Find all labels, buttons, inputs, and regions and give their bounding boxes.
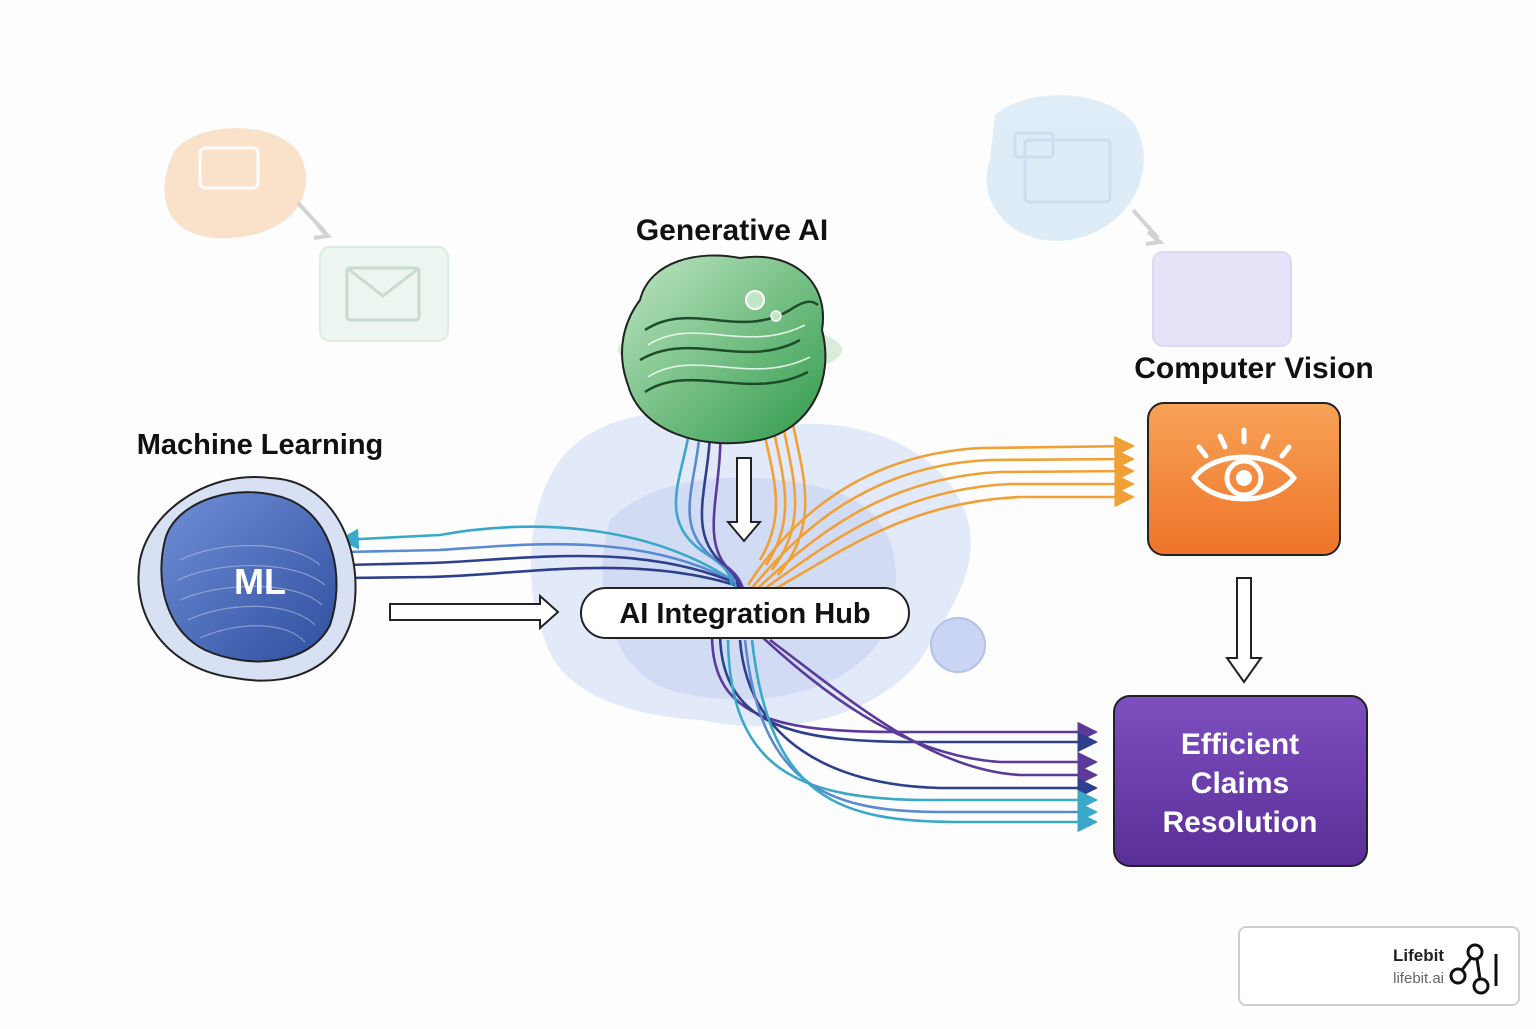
hub-pill: [580, 587, 910, 639]
hub-node: AI Integration Hub: [580, 587, 910, 639]
hub-resolution-flows: [710, 634, 1099, 833]
eye-icon: [1190, 427, 1298, 502]
supporting-sources-blob: [164, 128, 307, 239]
brand-name: Lifebit: [1393, 946, 1444, 965]
hub-satellite-dot: [930, 617, 986, 673]
ml-title: Machine Learning: [137, 429, 384, 461]
supporting-sources-group: [164, 128, 449, 342]
genai-bubble-small: [770, 310, 782, 322]
ml-hub-flows: [337, 525, 745, 590]
cv-node: Computer Vision: [1134, 352, 1374, 556]
policy-data-group: [986, 95, 1292, 347]
brand-card[interactable]: Lifebit lifebit.ai: [1238, 926, 1520, 1006]
lifebit-logo-icon: [1449, 943, 1498, 995]
hub-cv-flows: [746, 419, 1136, 597]
envelope-icon: [345, 266, 421, 322]
genai-title: Generative AI: [636, 214, 828, 247]
resolution-line1: Efficient: [1181, 728, 1299, 761]
ml-to-hub-arrow: [389, 593, 560, 631]
cv-to-resolution-arrow: [1225, 577, 1263, 684]
ml-inner-blob: [160, 491, 338, 663]
resolution-card: [1113, 695, 1368, 867]
ml-node: ML Machine Learning: [137, 429, 384, 682]
faded-arrow-left: [296, 201, 327, 234]
genai-node: Generative AI: [618, 214, 842, 445]
external-video-card: [1152, 251, 1292, 347]
hub-title: AI Integration Hub: [619, 598, 870, 630]
ml-badge: ML: [234, 561, 286, 602]
genai-bubble-large: [745, 290, 765, 310]
folder-icon: [1023, 138, 1112, 204]
brand-url: lifebit.ai: [1393, 970, 1444, 987]
resolution-node: Efficient Claims Resolution: [1113, 695, 1368, 867]
cv-title: Computer Vision: [1134, 352, 1373, 385]
faded-arrow-right: [1131, 208, 1160, 240]
resolution-line3: Resolution: [1163, 806, 1318, 839]
email-card: [319, 246, 449, 342]
policy-data-blob: [986, 95, 1144, 241]
faded-arrowhead-right: [1145, 230, 1165, 246]
envelope-flap: [346, 266, 420, 298]
genai-hub-flows: [674, 419, 746, 593]
eye-pupil: [1236, 470, 1252, 486]
genai-to-hub-arrow: [725, 457, 763, 543]
chat-icon: [198, 146, 260, 190]
faded-arrowhead-left: [313, 224, 333, 240]
resolution-line2: Claims: [1191, 767, 1289, 800]
folder-tab: [1013, 131, 1055, 159]
